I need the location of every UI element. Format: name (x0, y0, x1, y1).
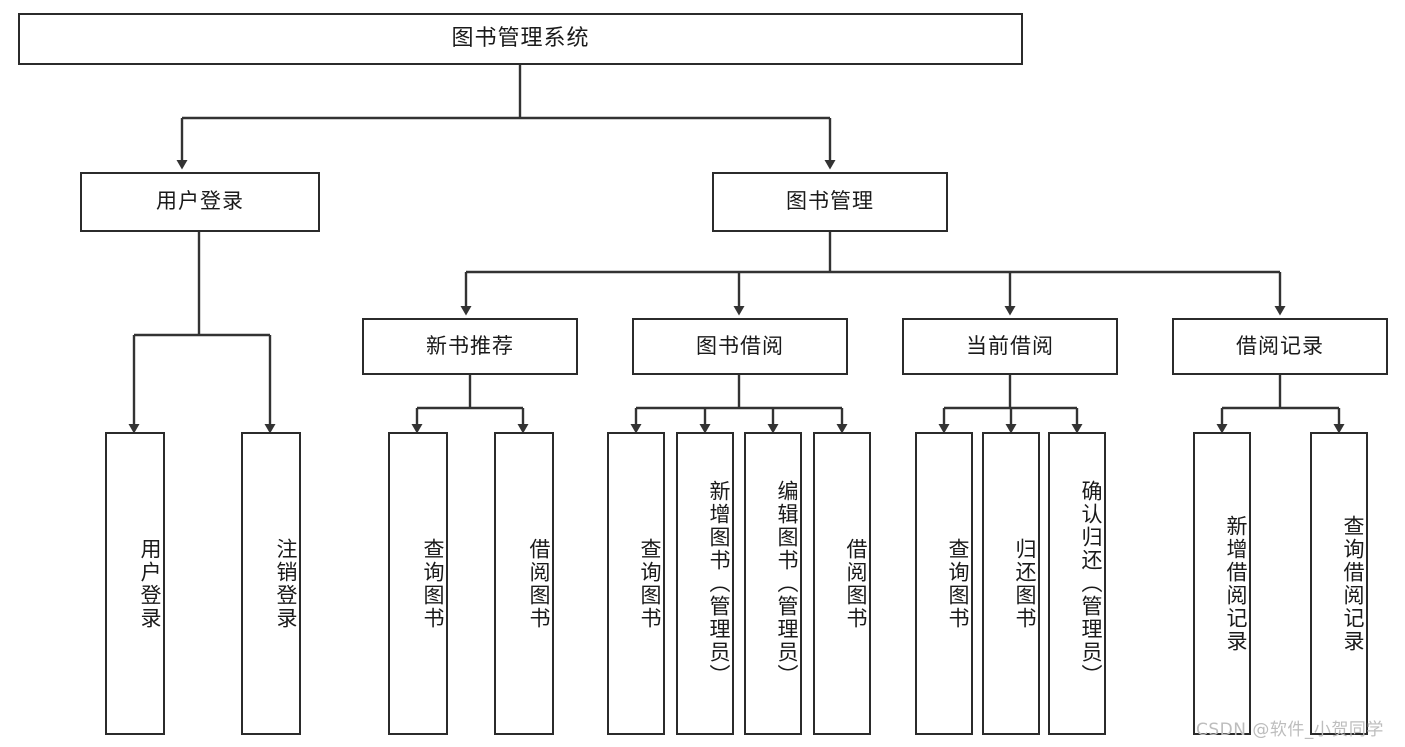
leaf-records-add-record[interactable]: 新增借阅记录 (1193, 432, 1251, 735)
node-label: 图书管理 (786, 189, 874, 214)
leaf-current-return-book[interactable]: 归还图书 (982, 432, 1040, 735)
leaf-borrow-borrow-book[interactable]: 借阅图书 (813, 432, 871, 735)
node-label: 查询借阅记录 (1341, 514, 1365, 653)
leaf-user-login-logout[interactable]: 注销登录 (241, 432, 301, 735)
leaf-user-login-login[interactable]: 用户登录 (105, 432, 165, 735)
node-label: 确认归还（管理员） (1079, 480, 1103, 687)
node-label: 注销登录 (274, 537, 298, 630)
node-label: 当前借阅 (966, 333, 1054, 358)
leaf-current-confirm-return-admin[interactable]: 确认归还（管理员） (1048, 432, 1106, 735)
leaf-current-query-book[interactable]: 查询图书 (915, 432, 973, 735)
leaf-borrow-add-book-admin[interactable]: 新增图书（管理员） (676, 432, 734, 735)
node-current-borrow[interactable]: 当前借阅 (902, 318, 1118, 375)
node-book-borrow[interactable]: 图书借阅 (632, 318, 848, 375)
node-label: 新增图书（管理员） (707, 480, 731, 687)
node-label: 借阅图书 (527, 537, 551, 630)
node-label: 归还图书 (1013, 537, 1037, 630)
leaf-new-book-borrow-book[interactable]: 借阅图书 (494, 432, 554, 735)
leaf-borrow-edit-book-admin[interactable]: 编辑图书（管理员） (744, 432, 802, 735)
node-label: 新书推荐 (426, 333, 514, 358)
leaf-records-query-record[interactable]: 查询借阅记录 (1310, 432, 1368, 735)
node-user-login[interactable]: 用户登录 (80, 172, 320, 232)
node-label: 查询图书 (946, 537, 970, 630)
node-book-management[interactable]: 图书管理 (712, 172, 948, 232)
leaf-borrow-query-book[interactable]: 查询图书 (607, 432, 665, 735)
node-label: 用户登录 (138, 537, 162, 630)
node-label: 查询图书 (421, 537, 445, 630)
node-label: 借阅图书 (844, 537, 868, 630)
node-label: 图书管理系统 (451, 25, 590, 51)
node-new-book-recommend[interactable]: 新书推荐 (362, 318, 578, 375)
node-label: 图书借阅 (696, 333, 784, 358)
csdn-watermark: CSDN @软件_小贺同学 (1196, 720, 1384, 740)
node-label: 查询图书 (638, 537, 662, 630)
node-root-book-management-system[interactable]: 图书管理系统 (18, 13, 1023, 65)
node-label: 新增借阅记录 (1224, 514, 1248, 653)
node-borrow-records[interactable]: 借阅记录 (1172, 318, 1388, 375)
leaf-new-book-query-book[interactable]: 查询图书 (388, 432, 448, 735)
node-label: 借阅记录 (1236, 333, 1324, 358)
node-label: 用户登录 (156, 189, 244, 214)
node-label: 编辑图书（管理员） (775, 480, 799, 687)
